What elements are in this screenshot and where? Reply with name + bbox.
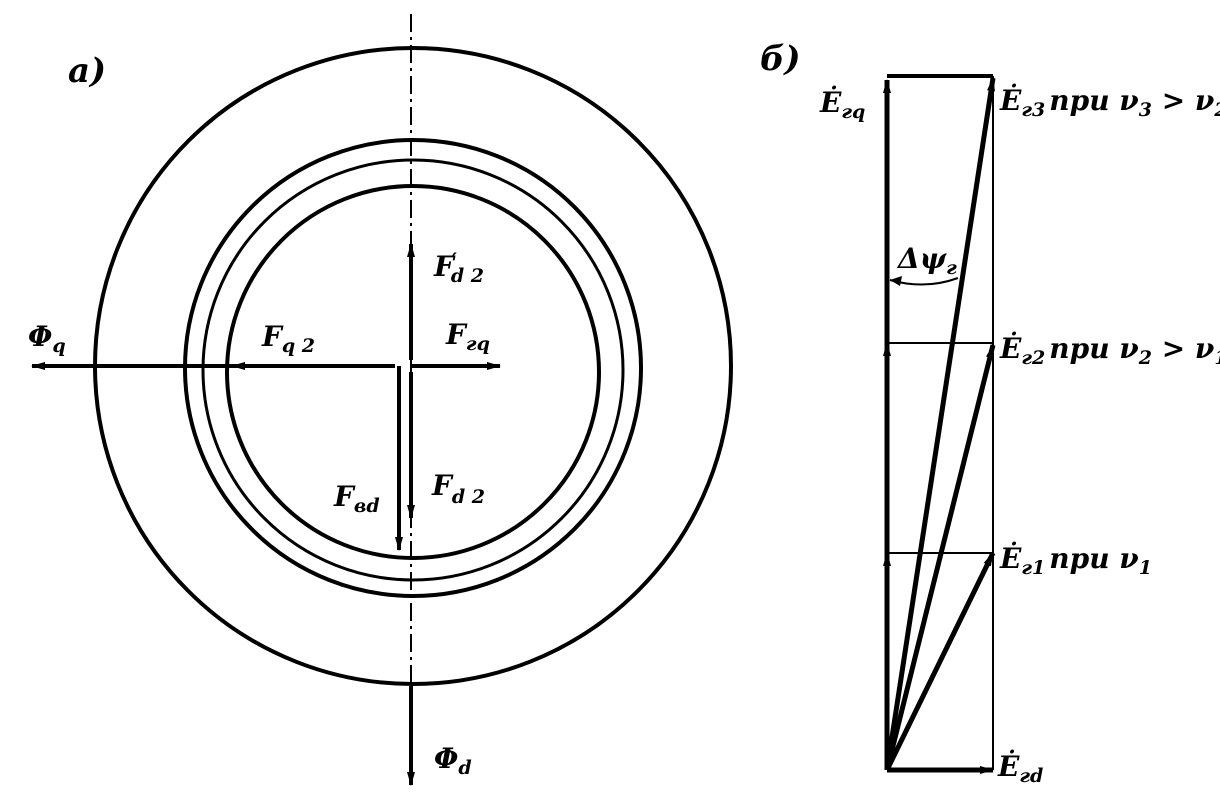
panel-a-label: a)	[68, 51, 106, 91]
f-d2-label: Fd 2	[431, 469, 485, 508]
f-bd-label: Fвd	[333, 480, 380, 517]
delta-psi-label: Δψг	[896, 242, 957, 279]
e-r2-arrow	[884, 344, 996, 771]
phi-q-label: Φq	[28, 320, 66, 357]
panel-a: a) Φq Fq 2 Fгq F′d 2 Fd 2	[28, 14, 733, 786]
e-r1-arrow	[884, 551, 996, 772]
rotor-ring-inner	[225, 184, 601, 560]
e-r3-arrow	[884, 77, 996, 771]
rotor-ring-middle	[201, 158, 625, 582]
phi-d-label: Φd	[434, 742, 472, 779]
f-d2-prime-label: F′d 2	[433, 249, 484, 287]
f-rq-label: Fгq	[445, 318, 490, 355]
f-q2-label: Fq 2	[261, 320, 315, 357]
e-rd-label: Ėгd	[997, 749, 1043, 787]
panel-b-label: б)	[760, 39, 801, 79]
delta-psi-arrowhead	[890, 276, 902, 286]
e-rq-label: Ėгq	[819, 85, 865, 123]
